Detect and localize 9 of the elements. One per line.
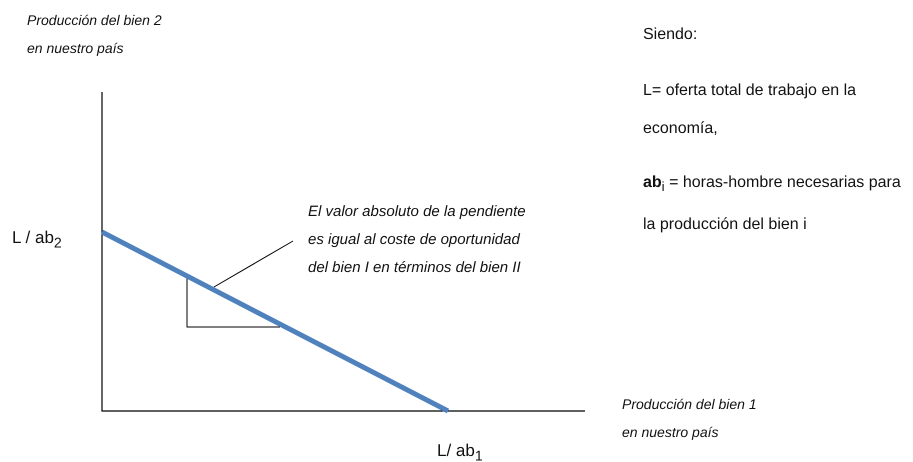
definition-text: ab$_{i}$ = horas-hombre necesarias para la producción del bien i [643, 173, 902, 236]
definition-text: L= oferta total de trabajo en la economía, [643, 81, 858, 139]
annotation-text: El valor absoluto de la pendiente es igual al coste de oportunidad del bien I en términos del bien II [308, 198, 536, 282]
intercept-label: L/ ab$_{1}$ [437, 440, 483, 462]
axis-title: Producción del bien 2 en nuestro país [27, 11, 163, 58]
axis-title: Producción del bien 1 en nuestro país [622, 395, 758, 442]
note-heading: Siendo: [643, 25, 698, 45]
intercept-label: L / ab$_{2}$ [12, 227, 62, 254]
leader-line [214, 240, 294, 288]
